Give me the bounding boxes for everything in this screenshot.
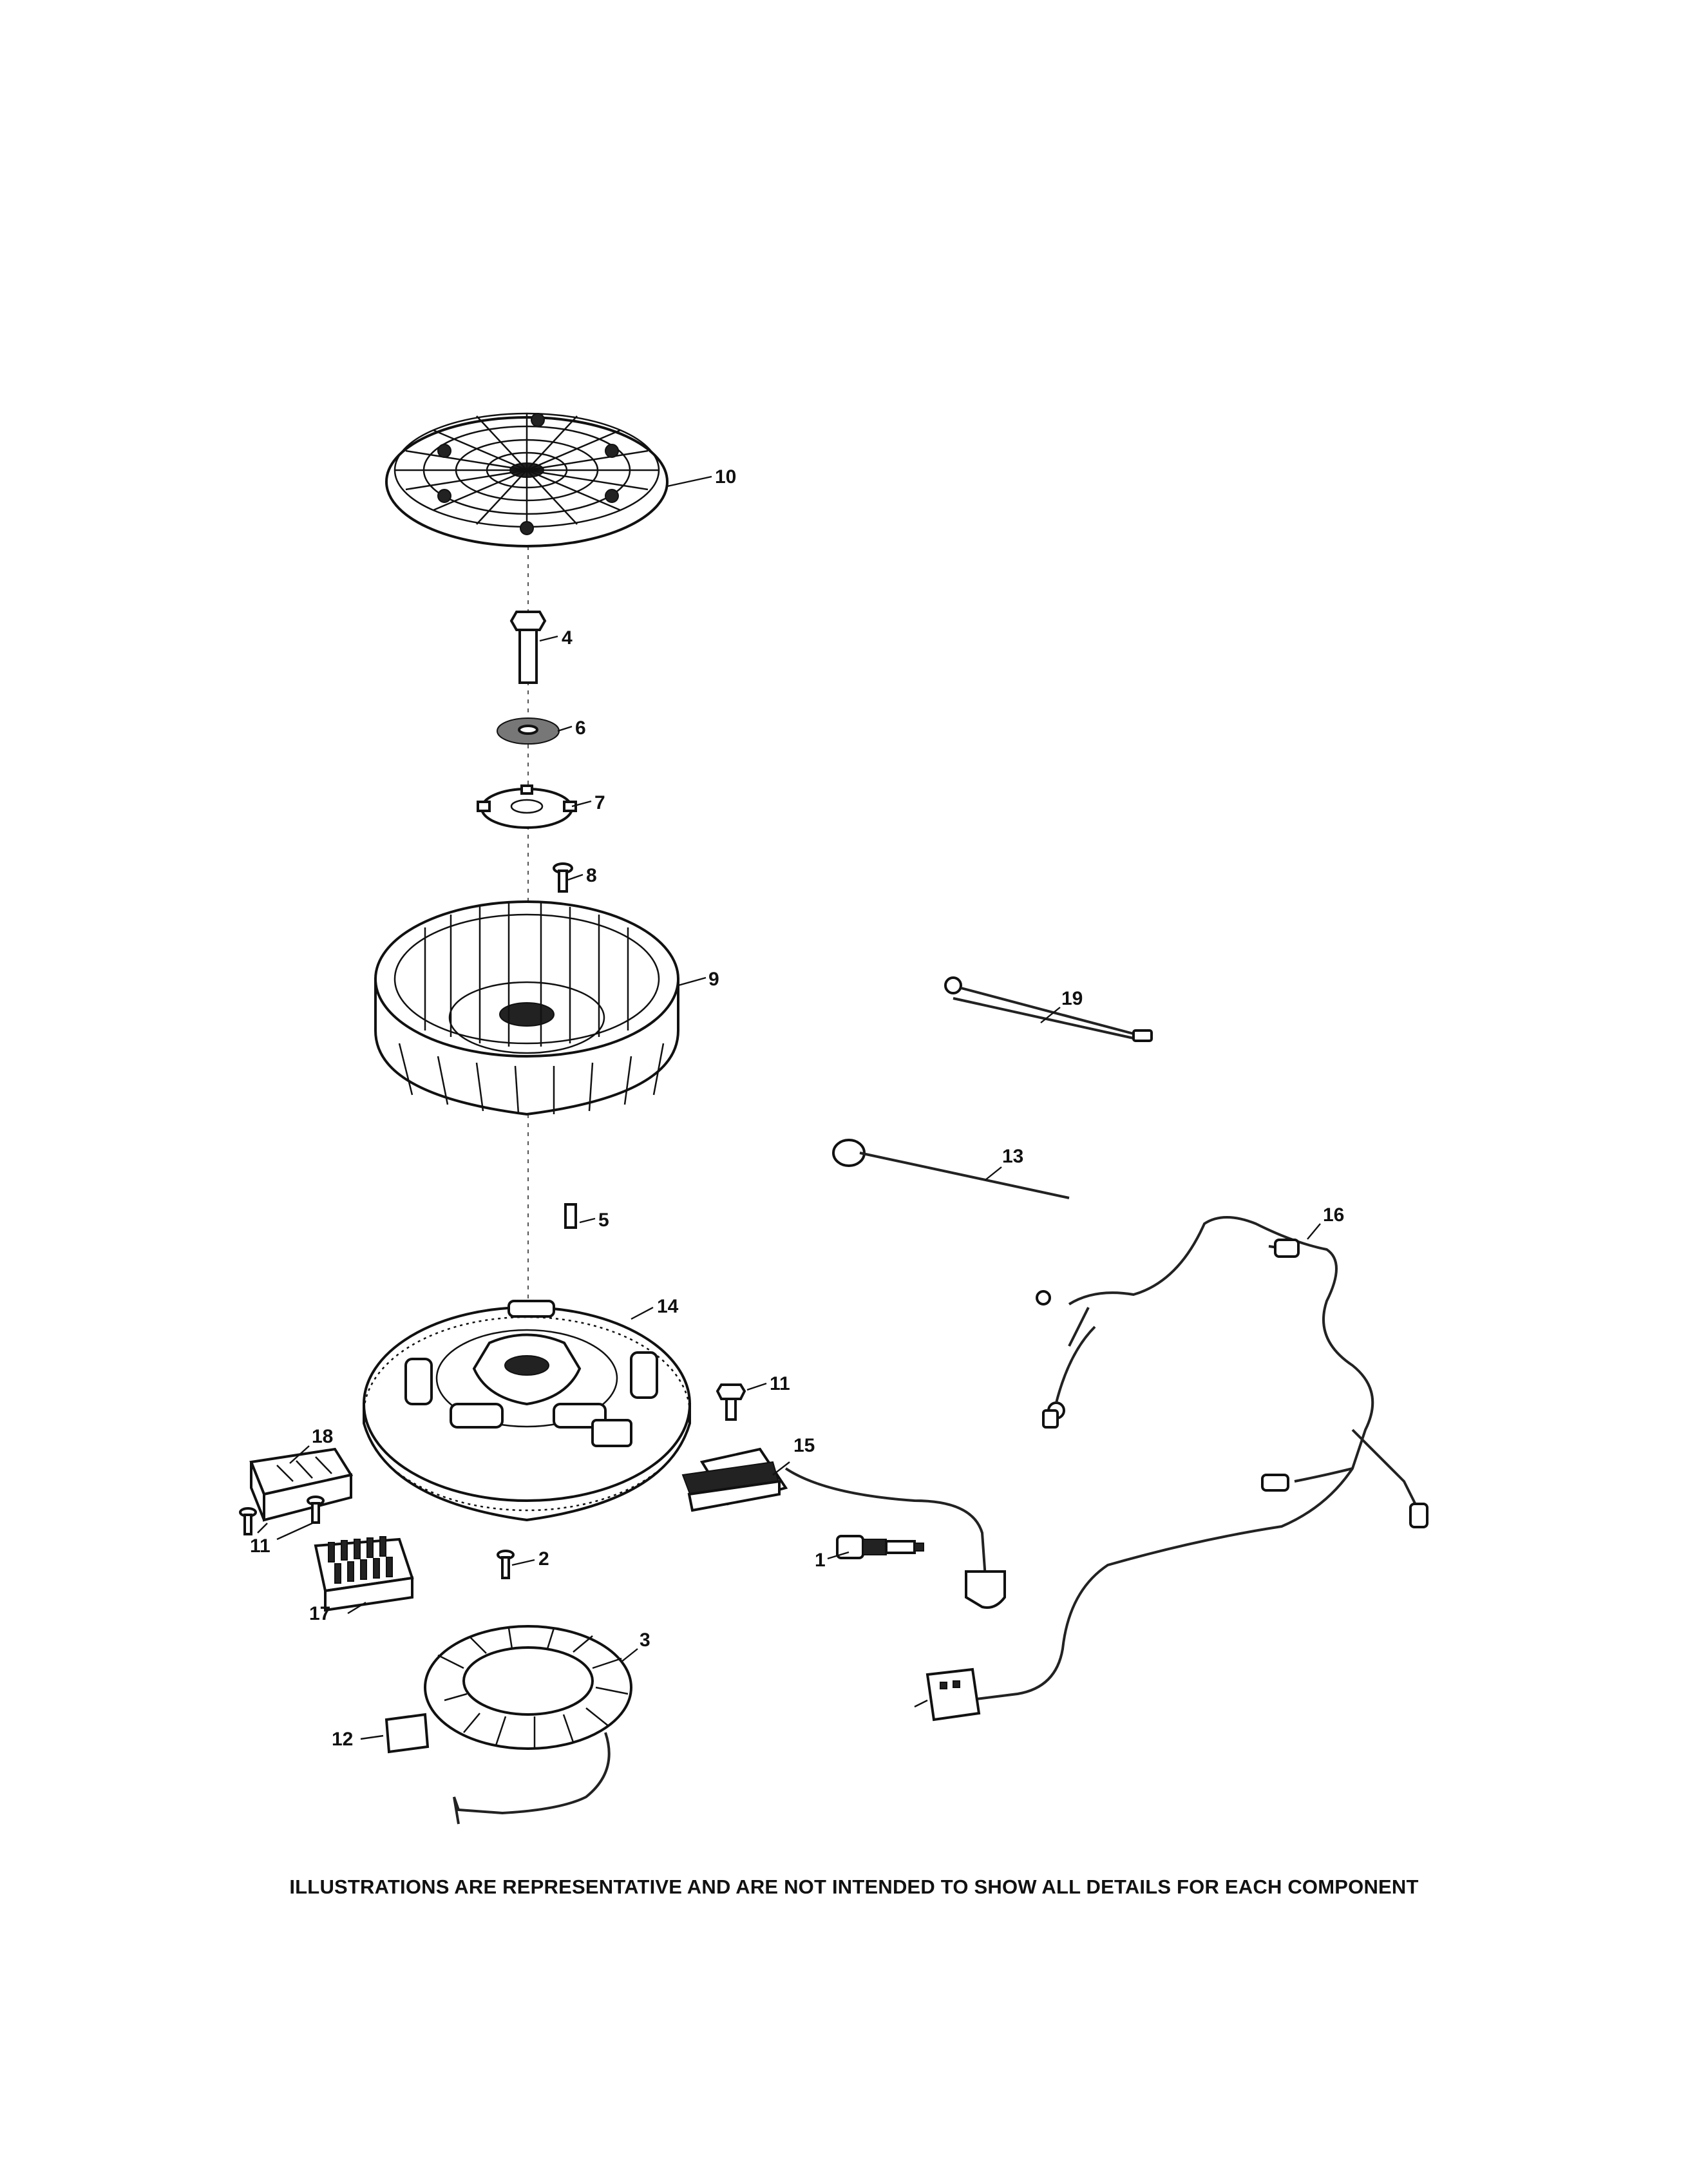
callout-19: 19 bbox=[1061, 988, 1083, 1009]
callout-5: 5 bbox=[598, 1210, 609, 1231]
callout-2: 2 bbox=[538, 1548, 549, 1570]
part-18-regulator-rectifier bbox=[249, 1447, 354, 1522]
part-1-spark-plug bbox=[836, 1535, 924, 1559]
part-10-flywheel-screen bbox=[385, 412, 669, 547]
callout-15: 15 bbox=[793, 1435, 815, 1456]
part-15-ignition-module bbox=[681, 1447, 1006, 1609]
callout-1: 1 bbox=[815, 1550, 826, 1571]
callout-11-upper: 11 bbox=[770, 1373, 790, 1394]
part-13-cable-tie bbox=[832, 1139, 1070, 1199]
callout-14: 14 bbox=[657, 1296, 679, 1317]
part-14-flywheel-assembly bbox=[363, 1300, 691, 1522]
part-2-screw bbox=[497, 1550, 515, 1579]
callout-10: 10 bbox=[715, 466, 736, 488]
callout-7: 7 bbox=[594, 792, 605, 813]
callout-12: 12 bbox=[332, 1729, 353, 1750]
callout-17: 17 bbox=[309, 1603, 330, 1624]
callout-8: 8 bbox=[586, 865, 597, 886]
part-9-flywheel bbox=[374, 900, 679, 1116]
leader-lines bbox=[257, 475, 1321, 1740]
disclaimer-text: ILLUSTRATIONS ARE REPRESENTATIVE AND ARE… bbox=[289, 1876, 1419, 1898]
part-7-fan-retainer bbox=[477, 784, 577, 829]
callout-4: 4 bbox=[562, 627, 573, 649]
part-16-wire-harness bbox=[914, 1216, 1428, 1722]
callout-18: 18 bbox=[312, 1426, 333, 1447]
part-17-connector-block bbox=[314, 1536, 414, 1612]
callouts: 10 4 6 7 8 9 5 14 11 15 1 2 3 12 17 18 1… bbox=[250, 466, 1344, 1750]
part-11-bolt-upper bbox=[716, 1383, 746, 1421]
part-8-screw bbox=[553, 862, 573, 893]
callout-3: 3 bbox=[640, 1629, 650, 1651]
callout-11-lower: 11 bbox=[250, 1535, 270, 1557]
part-19-ground-wire bbox=[944, 976, 1153, 1042]
part-3-stator bbox=[424, 1625, 632, 1825]
callout-9: 9 bbox=[708, 969, 719, 990]
part-11-bolts-lower bbox=[239, 1496, 325, 1535]
callout-16: 16 bbox=[1323, 1204, 1344, 1226]
callout-6: 6 bbox=[575, 717, 586, 739]
part-5-key bbox=[564, 1203, 577, 1229]
callout-13: 13 bbox=[1002, 1146, 1023, 1167]
part-6-washer bbox=[497, 717, 560, 745]
part-12-clip bbox=[384, 1713, 430, 1754]
part-4-flywheel-bolt bbox=[509, 611, 547, 684]
